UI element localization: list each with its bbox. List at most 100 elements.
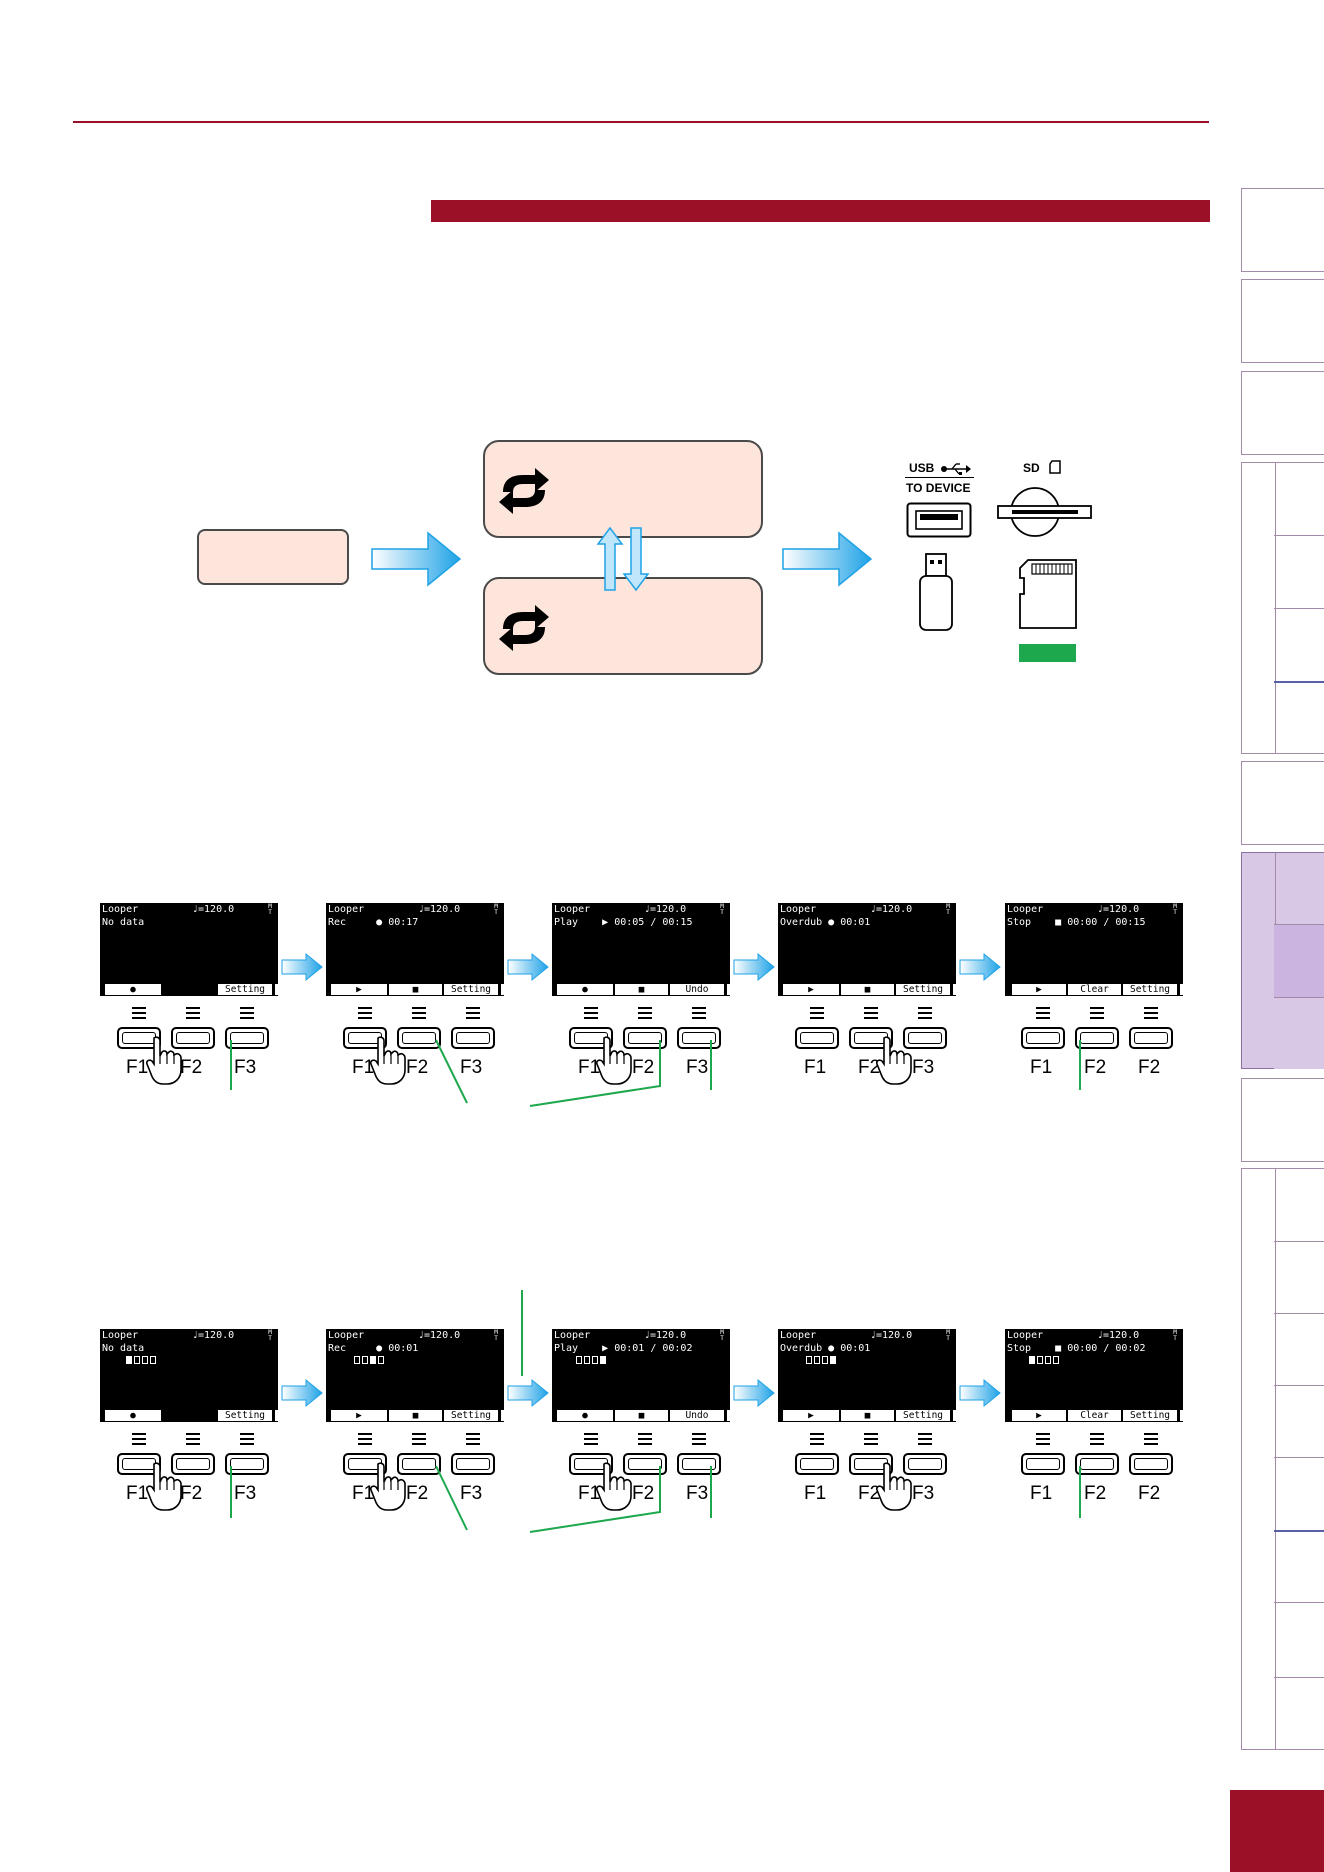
screen-tempo: ♩=120.0 [192,904,235,915]
f2-button[interactable] [397,1453,441,1475]
f3-button[interactable] [451,1027,495,1049]
soft-play[interactable]: ▶ [1012,1410,1066,1421]
f1-button[interactable] [795,1027,839,1049]
looper-screen-7: Looper ♩=120.0 M T Rec ● 00:01 ▶ ■ Setti… [326,1329,504,1422]
soft-play[interactable]: ▶ [783,984,839,995]
f3-button[interactable] [225,1453,269,1475]
pointing-hand-icon [596,1462,632,1511]
soft-clear[interactable]: Clear [1068,984,1121,995]
soft-clear[interactable]: Clear [1068,1410,1121,1421]
side-subtab-4b[interactable] [1274,535,1324,608]
soft-stop[interactable]: ■ [615,984,668,995]
usb-port-icon [906,502,972,538]
f2-button[interactable] [171,1453,215,1475]
looper-screen-8: Looper ♩=120.0 M T Play ▶ 00:01 / 00:02 … [552,1329,730,1422]
side-subtab-8g[interactable] [1274,1602,1324,1677]
soft-setting[interactable]: Setting [1123,1410,1177,1421]
side-subtab-8b[interactable] [1274,1241,1324,1313]
screen-status: Rec ● 00:17 [328,917,419,928]
screen-title: Looper [780,904,817,915]
soft-setting[interactable]: Setting [1123,984,1177,995]
screen-mt: M T [494,1329,498,1342]
soft-rec[interactable]: ● [105,1410,161,1421]
pointing-hand-icon [370,1036,406,1085]
screen-mt: M T [720,1329,724,1342]
f2-button[interactable] [171,1027,215,1049]
f2-button[interactable] [623,1453,667,1475]
soft-play[interactable]: ▶ [331,984,387,995]
side-subtab-8h[interactable] [1274,1677,1324,1750]
screen-mt: M T [1173,903,1177,916]
side-tab-7[interactable] [1241,1078,1324,1162]
side-subtab-6b[interactable] [1274,924,1324,997]
soft-rec[interactable]: ● [557,984,613,995]
soft-undo[interactable]: Undo [670,1410,724,1421]
soft-setting[interactable]: Setting [896,984,950,995]
screen-status: Overdub ● 00:01 [780,1343,871,1354]
f1-button[interactable] [1021,1453,1065,1475]
screen-tempo: ♩=120.0 [870,1330,913,1341]
f2-button[interactable] [1075,1027,1119,1049]
soft-setting[interactable]: Setting [218,1410,272,1421]
flow-arrow-right-1 [371,531,462,587]
screen-title: Looper [554,1330,591,1341]
soft-rec[interactable]: ● [105,984,161,995]
side-tab-8[interactable] [1241,1168,1324,1750]
soft-stop[interactable]: ■ [615,1410,668,1421]
side-tab-2[interactable] [1241,279,1324,363]
screen-mt: M T [720,903,724,916]
soft-setting[interactable]: Setting [444,1410,498,1421]
soft-undo[interactable]: Undo [670,984,724,995]
pointing-hand-icon [876,1462,912,1511]
f1-button[interactable] [343,1453,387,1475]
soft-setting[interactable]: Setting [896,1410,950,1421]
side-subtab-8f[interactable] [1274,1530,1324,1602]
f3-button[interactable] [225,1027,269,1049]
soft-rec[interactable]: ● [557,1410,613,1421]
side-subtab-8d[interactable] [1274,1385,1324,1457]
sd-note-chip [1019,644,1076,662]
f3-button[interactable] [903,1453,947,1475]
side-subtab-8e[interactable] [1274,1457,1324,1529]
soft-stop[interactable]: ■ [841,1410,894,1421]
f3-button[interactable] [451,1453,495,1475]
side-subtab-8c[interactable] [1274,1313,1324,1385]
f3-label: F3 [234,1057,257,1078]
screen-title: Looper [1007,1330,1044,1341]
soft-play[interactable]: ▶ [1012,984,1066,995]
f3-button[interactable] [1129,1027,1173,1049]
f2-button[interactable] [1075,1453,1119,1475]
screen-tempo: ♩=120.0 [644,1330,687,1341]
side-tab-3[interactable] [1241,371,1324,455]
f1-button[interactable] [569,1453,613,1475]
side-tab-1[interactable] [1241,188,1324,272]
looper-screen-3: Looper ♩=120.0 M T Play ▶ 00:05 / 00:15 … [552,903,730,996]
f3-button[interactable] [903,1027,947,1049]
side-subtab-4d[interactable] [1274,681,1324,754]
f2-button[interactable] [849,1027,893,1049]
f1-label: F1 [1030,1057,1053,1078]
leader-lines-row-2 [230,1290,1081,1533]
pointing-hand-icon [876,1036,912,1085]
soft-stop[interactable]: ■ [389,984,442,995]
soft-stop[interactable]: ■ [841,984,894,995]
soft-stop[interactable]: ■ [389,1410,442,1421]
screen-tempo: ♩=120.0 [1097,904,1140,915]
soft-play[interactable]: ▶ [331,1410,387,1421]
screen-status: Rec ● 00:01 [328,1343,419,1354]
f1-button[interactable] [1021,1027,1065,1049]
side-subtab-6c[interactable] [1274,997,1324,1069]
soft-setting[interactable]: Setting [218,984,272,995]
f3-button[interactable] [1129,1453,1173,1475]
looper-screen-2: Looper ♩=120.0 M T Rec ● 00:17 ▶ ■ Setti… [326,903,504,996]
f2-button[interactable] [623,1027,667,1049]
f2-label: F2 [406,1483,429,1504]
side-subtab-4c[interactable] [1274,608,1324,681]
f2-button[interactable] [849,1453,893,1475]
f1-label: F1 [352,1483,375,1504]
side-tab-5[interactable] [1241,761,1324,845]
soft-setting[interactable]: Setting [444,984,498,995]
f2-button[interactable] [397,1027,441,1049]
f1-button[interactable] [795,1453,839,1475]
soft-play[interactable]: ▶ [783,1410,839,1421]
